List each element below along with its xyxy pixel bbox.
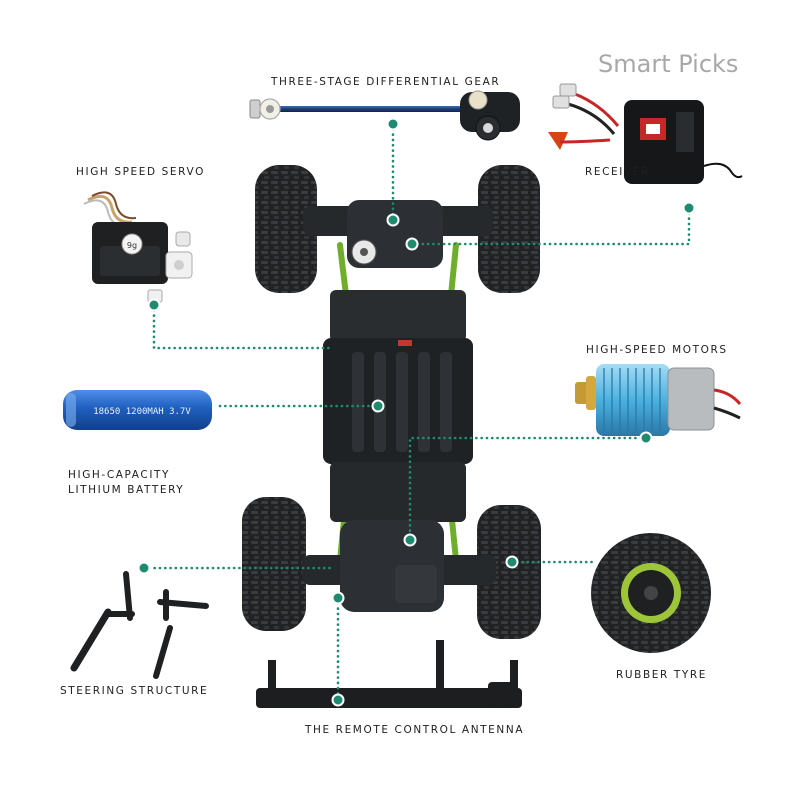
front-right-wheel [478, 165, 540, 293]
leader-motors [408, 436, 648, 542]
antenna-part [256, 640, 522, 708]
leader-receiver [410, 206, 691, 246]
rear-frame [330, 462, 466, 522]
label-receiver: RECEIVER [585, 166, 650, 178]
label-tyre: RUBBER TYRE [616, 669, 708, 681]
drive-shaft [262, 106, 472, 112]
rear-right-wheel [477, 505, 541, 639]
leader-lines [137, 117, 696, 707]
label-steering: STEERING STRUCTURE [60, 685, 209, 697]
label-differential: THREE-STAGE DIFFERENTIAL GEAR [271, 76, 501, 88]
label-antenna: THE REMOTE CONTROL ANTENNA [305, 724, 525, 736]
servo-part: 9g [83, 191, 193, 303]
label-motors: HIGH-SPEED MOTORS [586, 344, 728, 356]
tyre-part [591, 533, 711, 653]
steering-part [70, 571, 209, 679]
brand-watermark: Smart Picks [598, 50, 739, 78]
battery-part: 18650 1200MAH 3.7V [63, 390, 212, 430]
rear-left-wheel [242, 497, 306, 631]
leader-servo [152, 303, 332, 350]
motor-heatsink [596, 364, 670, 436]
servo-print: 9g [127, 241, 137, 250]
label-battery-line2: LITHIUM BATTERY [68, 484, 185, 496]
motor-part [575, 364, 742, 436]
battery-cell [63, 390, 212, 430]
antenna-base [256, 688, 522, 708]
receiver-part [548, 83, 743, 184]
front-left-wheel [255, 165, 317, 293]
battery-print: 18650 1200MAH 3.7V [93, 407, 191, 417]
car-chassis [242, 165, 541, 639]
differential-gear-part [249, 90, 520, 141]
label-battery-line1: HIGH-CAPACITY [68, 469, 171, 481]
label-servo: HIGH SPEED SERVO [76, 166, 205, 178]
servo-mount [330, 290, 466, 342]
